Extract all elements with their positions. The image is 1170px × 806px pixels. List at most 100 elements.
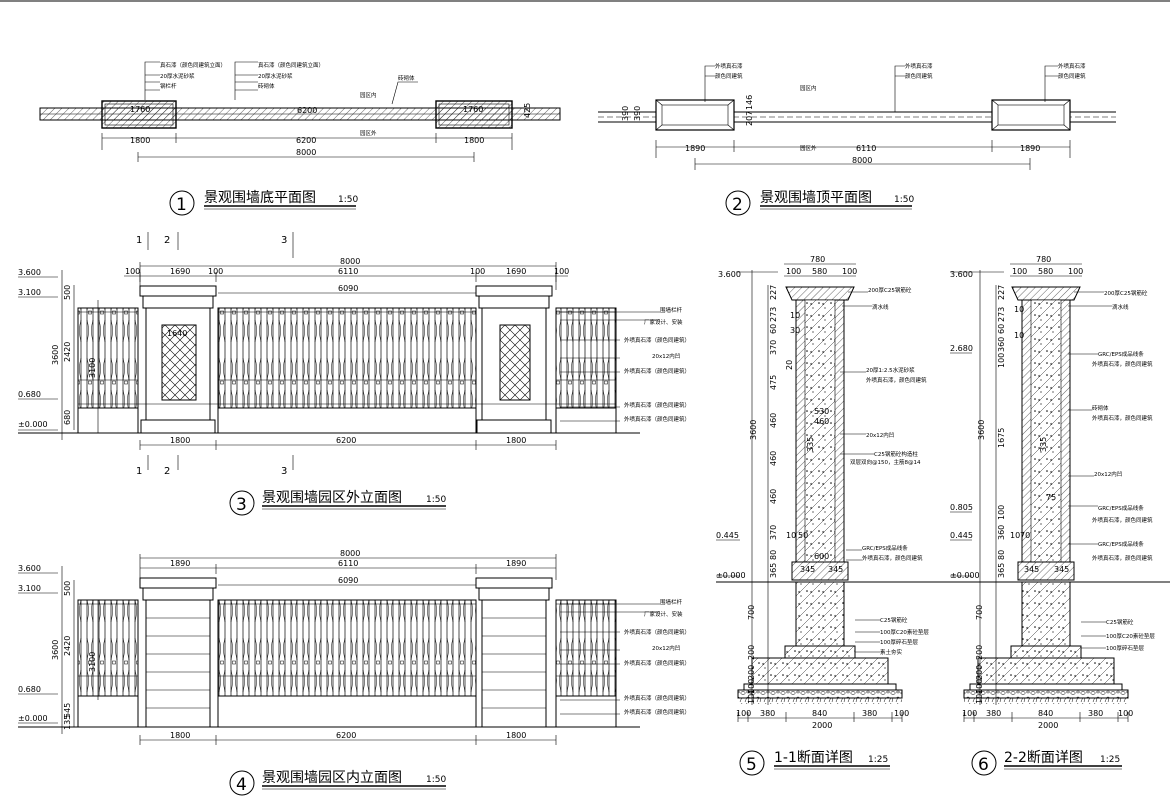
dim-out-b2: 1800 (506, 436, 526, 445)
sec2-top-0: 780 (1036, 255, 1051, 264)
sec1-cap (785, 286, 855, 301)
sec2-b3: 380 (1088, 709, 1103, 718)
sec1-v10: 365 (769, 563, 778, 578)
sec1-n11: 100厚碎石垫层 (880, 638, 918, 646)
sec1-top-0: 780 (810, 255, 825, 264)
pier-left-plan (101, 100, 177, 129)
title-v1-scale: 1:50 (338, 195, 358, 205)
dim-t-pier-right: 1890 (1020, 144, 1040, 153)
sec2-v9: 365 (997, 563, 1006, 578)
sec2-b2: 840 (1038, 709, 1053, 718)
note-i6: 外喷真石漆（颜色同建筑） (624, 708, 690, 716)
title-v5: 5 1-1断面详图 1:25 (739, 750, 890, 776)
sec1-n10: 100厚C20素砼垫层 (880, 628, 929, 636)
sec2-b1: 380 (986, 709, 1001, 718)
sec1-level-2: ±0.000 (716, 571, 746, 580)
note-t4: 颜色同建筑 (905, 72, 933, 80)
sec1-i0: 10 (790, 311, 800, 320)
sec1-v6: 460 (769, 451, 778, 466)
sec1-n2: 20厚1:2.5水泥砂浆 (866, 366, 915, 374)
dim-d2: 390 (633, 106, 642, 121)
sec2-v11: 200 (975, 645, 984, 660)
level-in-1: 3.100 (18, 584, 41, 593)
dim-pier-left: 1800 (130, 136, 150, 145)
title-v5-text: 1-1断面详图 (774, 750, 853, 766)
sec1-footing (751, 657, 889, 685)
sec2-v3: 360 (997, 337, 1006, 352)
vdim-in-0: 500 (63, 581, 72, 596)
note-o3: 20x12内凹 (652, 352, 680, 360)
level-out-0: 3.600 (18, 268, 41, 277)
vdim-out-4: 3100 (88, 358, 97, 378)
dim-out-total: 8000 (340, 257, 360, 266)
sec2-v12: 200 (975, 665, 984, 680)
sec-mark-bot-1: 1 (136, 466, 142, 477)
dim-span-inner: 6200 (297, 106, 317, 115)
dim-d3: 207 (745, 111, 754, 126)
title-v5-number: 5 (746, 755, 757, 775)
title-v6-number: 6 (978, 755, 989, 775)
title-v5-scale: 1:25 (868, 755, 888, 765)
note-t6: 颜色同建筑 (1058, 72, 1086, 80)
title-v2-scale: 1:50 (894, 195, 914, 205)
note-b5: 20厚水泥砂浆 (258, 72, 293, 80)
sec1-total: 2000 (812, 721, 832, 730)
dim-pier-right: 1800 (464, 136, 484, 145)
dim-out-b1: 6200 (336, 436, 356, 445)
sec1-b3: 380 (862, 709, 877, 718)
pier-in-right (481, 599, 547, 728)
dim-d4: 146 (745, 95, 754, 110)
dim-in-b2: 1800 (506, 731, 526, 740)
sec1-b0: 100 (736, 709, 751, 718)
sec1-v4: 475 (769, 375, 778, 390)
pier-in-left (145, 599, 211, 728)
sec1-b2: 840 (812, 709, 827, 718)
pier-right-top (991, 99, 1071, 131)
sec1-i10: 345 (828, 565, 843, 574)
sec1-v9: 80 (769, 550, 778, 560)
plan-bottom-view: 1760 6200 1760 425 真石漆（颜色同建筑立面） 20厚水泥砂浆 … (39, 61, 561, 162)
dim-pier-inner-right: 1760 (463, 105, 483, 114)
sec1-v13: 200 (747, 665, 756, 680)
sec2-v13: 100 (975, 679, 984, 694)
sec1-i8: 600 (814, 552, 829, 561)
vdim-out-1: 2420 (63, 342, 72, 362)
vdim-out-2: 680 (63, 410, 72, 425)
sec2-footing (977, 657, 1115, 685)
dim-in-t2: 1890 (506, 559, 526, 568)
note-b9: 园区外 (360, 129, 377, 137)
sec1-plinth (795, 581, 845, 647)
note-o1: 厂家设计、安装 (644, 318, 683, 326)
note-b3: 钢栏杆 (160, 82, 177, 90)
sec1-n0: 200厚C25钢筋砼 (868, 286, 912, 294)
fence-in-left (77, 599, 139, 697)
sec2-v5: 1675 (997, 428, 1006, 448)
title-v2-text: 景观围墙顶平面图 (760, 190, 872, 206)
sec1-level-0: 3.600 (718, 270, 741, 279)
pier-right-lattice (499, 324, 531, 401)
title-v4-scale: 1:50 (426, 775, 446, 785)
dim-depth: 425 (523, 103, 532, 118)
dim-in-t0: 1890 (170, 559, 190, 568)
vdim-out-3: 3600 (51, 345, 60, 365)
note-t8: 园区外 (800, 144, 817, 152)
sec2-n8: 外喷真石漆，颜色同建筑 (1092, 516, 1153, 524)
dim-out-t4: 100 (470, 267, 485, 276)
title-v1-number: 1 (176, 195, 187, 215)
level-in-0: 3.600 (18, 564, 41, 573)
sec2-i0: 10 (1014, 305, 1024, 314)
dim-in-t1: 6110 (338, 559, 358, 568)
sec2-i2: 75 (1046, 493, 1056, 502)
sec1-v1: 273 (769, 307, 778, 322)
sec2-v8: 80 (997, 550, 1006, 560)
note-o2: 外喷真石漆（颜色同建筑） (624, 336, 690, 344)
dim-out-t0: 100 (125, 267, 140, 276)
sec2-i1: 10 (1014, 331, 1024, 340)
sec1-v0: 227 (769, 285, 778, 300)
note-i3: 20x12内凹 (652, 644, 680, 652)
sec1-level-1: 0.445 (716, 531, 739, 540)
elevation-inside-view: 3.600 3.100 0.680 ±0.000 500 2420 545 13… (18, 549, 690, 745)
sec2-i4: 70 (1020, 531, 1030, 540)
dim-t-span: 6110 (856, 144, 876, 153)
